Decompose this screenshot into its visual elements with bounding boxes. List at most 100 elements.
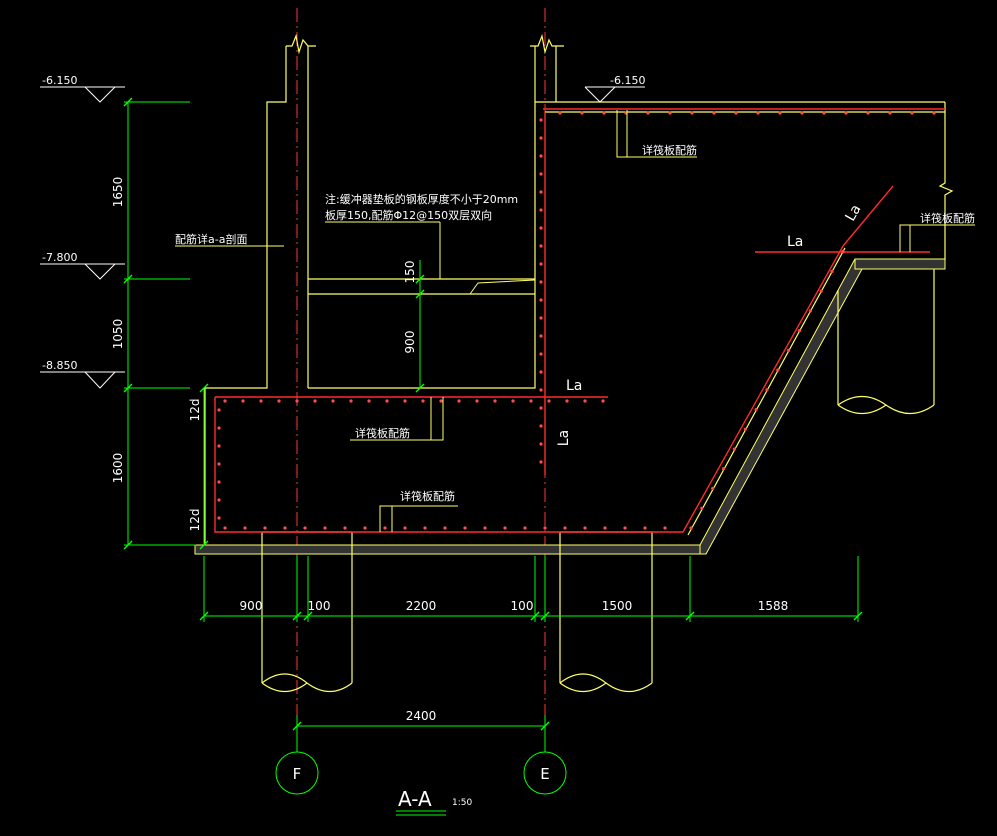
hdim-label-1500: 1500 (602, 599, 633, 613)
rebar-dot (539, 118, 543, 122)
elev-text-top-left: -6.150 (42, 74, 77, 87)
rebar-dot (463, 526, 467, 530)
reference-brackets (175, 110, 975, 532)
vdim-label-1650: 1650 (111, 177, 125, 208)
rebar-dot (217, 480, 221, 484)
rebar-dot (910, 111, 914, 115)
rebar-dot (423, 526, 427, 530)
rebar-dot (539, 298, 543, 302)
rebar-dot (797, 329, 802, 333)
rebar-dot (367, 399, 371, 403)
rebar-dot (932, 111, 936, 115)
rebar-dot (539, 244, 543, 248)
bracket-bottom (379, 505, 393, 532)
rebar-dot (580, 111, 584, 115)
rebar-dot (808, 309, 812, 313)
rebar-dot (539, 370, 543, 374)
rebar-dot (743, 427, 747, 431)
rebar-dot (493, 399, 497, 403)
rebar-dot (263, 526, 267, 530)
axis-bubble-e (523, 751, 567, 795)
rebar-dot (711, 486, 715, 491)
rebar-dot (385, 399, 389, 403)
rebar-dot (646, 111, 650, 115)
dimension-tick (415, 274, 425, 284)
rebar-dot (323, 526, 327, 530)
rebar-dot (217, 516, 221, 520)
rebar-dot (754, 407, 758, 412)
axis-label-e: E (540, 765, 549, 783)
rebar-dot (547, 399, 551, 403)
axis-labels: F E (293, 765, 550, 783)
horizontal-dim-labels: 900 100 2200 100 1500 1588 2400 (240, 599, 789, 723)
rebar-dot (217, 462, 221, 466)
la-label-diagonal: La (843, 202, 865, 224)
rebar-dot (539, 352, 543, 356)
rebar-dot (223, 526, 227, 530)
rebar-dot (888, 111, 892, 115)
rebar-dot (241, 399, 245, 403)
rebar-dot (776, 368, 780, 372)
vdim-label-1600: 1600 (111, 453, 125, 484)
rebar-dot (539, 406, 543, 410)
elev-symbol-top-left (84, 86, 116, 103)
elev-symbol-mid (84, 263, 116, 280)
rebar-dot (217, 444, 221, 448)
buffer-pad-marker (469, 279, 536, 295)
axis-bubble-f (275, 751, 319, 795)
rebar-dot (539, 136, 543, 140)
la-label-right: La (787, 234, 803, 250)
rebar-dot (539, 280, 543, 284)
piles (261, 269, 935, 693)
rebar-dot (277, 399, 281, 403)
rebar-dot (383, 526, 387, 530)
dimension-tick (292, 721, 302, 731)
rebar-dot (503, 526, 507, 530)
raft-ref-bottom: 详筏板配筋 (400, 489, 455, 503)
rebar-dot (543, 526, 547, 530)
rebar-dot (601, 399, 605, 403)
rebar-dot (623, 526, 627, 530)
axis-span-label: 2400 (406, 709, 437, 723)
raft-ref-right: 详筏板配筋 (920, 211, 975, 225)
hdim-label-100-left: 100 (308, 599, 331, 613)
rebar-dot (443, 526, 447, 530)
rebar-dot (313, 399, 317, 403)
note-labels: 注:缓冲器垫板的钢板厚度不小于20mm 板厚150,配筋Φ12@150双层双向 … (175, 143, 975, 503)
cushion-layer (194, 258, 946, 555)
rebar-dot (787, 348, 791, 352)
rebar-dot (668, 111, 672, 115)
dimension-tick (123, 540, 133, 550)
grid-axes (296, 8, 546, 752)
rebar-dots (217, 111, 936, 530)
dimension-tick (199, 540, 209, 550)
section-scale-text: 1:50 (452, 798, 472, 808)
rebar-dot (539, 316, 543, 320)
dimension-tick (853, 611, 863, 621)
rebar-dot (539, 424, 543, 428)
dimension-ticks (123, 97, 863, 731)
bracket-mid (430, 397, 444, 441)
rebar-dot (765, 388, 769, 392)
rebar-dot (363, 526, 367, 530)
hdim-label-1588: 1588 (758, 599, 789, 613)
rebar-dot (539, 208, 543, 212)
elev-text-mid: -7.800 (42, 251, 77, 264)
break-mark-top-right (938, 102, 954, 260)
rebar-dot (439, 399, 443, 403)
left-wall-outline (204, 46, 287, 545)
hdim-label-100-right: 100 (511, 599, 534, 613)
rebar-dot (283, 526, 287, 530)
rebar-dot (457, 399, 461, 403)
dimension-tick (530, 611, 540, 621)
axis-label-f: F (293, 765, 302, 783)
rebar-dot (223, 399, 227, 403)
elev-text-top-right: -6.150 (610, 74, 645, 87)
rebar-dot (217, 426, 221, 430)
dimension-tick (199, 383, 209, 393)
cushion-right (854, 258, 946, 270)
rebar-dot (539, 172, 543, 176)
rebar-la-diagonal (842, 185, 894, 247)
elev-text-bottom: -8.850 (42, 359, 77, 372)
